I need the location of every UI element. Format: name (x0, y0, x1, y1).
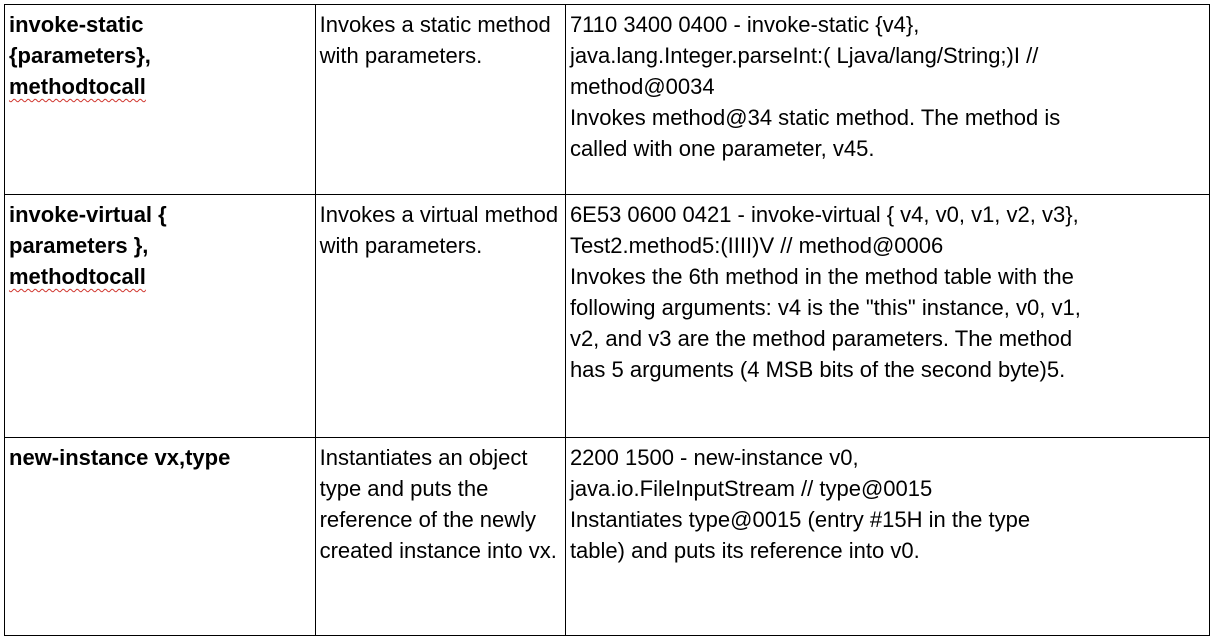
example-line: java.lang.Integer.parseInt:( Ljava/lang/… (569, 43, 1039, 68)
table-row: new-instance vx,type Instantiates an obj… (4, 437, 1211, 636)
example-line: Test2.method5:(IIII)V // method@0006 (569, 233, 944, 258)
example-line: Invokes the 6th method in the method tab… (569, 264, 1074, 289)
spellcheck-flagged-word: methodtocall (9, 264, 146, 289)
example-line: called with one parameter, v45. (569, 136, 875, 161)
description-text: Instantiates an object type and puts the… (319, 445, 557, 563)
instruction-text: invoke-static (9, 12, 144, 37)
table-row: invoke-virtual { parameters }, methodtoc… (4, 194, 1211, 438)
example-line: has 5 arguments (4 MSB bits of the secon… (569, 357, 1066, 382)
description-text: Invokes a static method with parameters. (319, 12, 551, 68)
spellcheck-flagged-word: methodtocall (9, 74, 146, 99)
description-cell: Invokes a static method with parameters. (314, 4, 566, 195)
instruction-cell: invoke-virtual { parameters }, methodtoc… (4, 194, 316, 438)
example-line: method@0034 (569, 74, 715, 99)
example-line: Instantiates type@0015 (entry #15H in th… (569, 507, 1031, 532)
table-row: invoke-static {parameters}, methodtocall… (4, 4, 1211, 195)
description-cell: Invokes a virtual method with parameters… (314, 194, 566, 438)
example-line: v2, and v3 are the method parameters. Th… (569, 326, 1073, 351)
description-text: Invokes a virtual method with parameters… (319, 202, 559, 258)
instruction-text: new-instance vx,type (9, 445, 231, 470)
example-line: 2200 1500 - new-instance v0, (569, 445, 859, 470)
description-cell: Instantiates an object type and puts the… (314, 437, 566, 636)
example-cell: 7110 3400 0400 - invoke-static {v4}, jav… (564, 4, 1211, 195)
example-cell: 2200 1500 - new-instance v0, java.io.Fil… (564, 437, 1211, 636)
opcode-table: invoke-static {parameters}, methodtocall… (4, 4, 1211, 636)
instruction-cell: new-instance vx,type (4, 437, 316, 636)
example-line: following arguments: v4 is the "this" in… (569, 295, 1081, 320)
example-cell: 6E53 0600 0421 - invoke-virtual { v4, v0… (564, 194, 1211, 438)
instruction-text: invoke-virtual { (9, 202, 167, 227)
instruction-text: {parameters}, (9, 43, 151, 68)
example-line: 7110 3400 0400 - invoke-static {v4}, (569, 12, 920, 37)
instruction-text: parameters }, (9, 233, 149, 258)
example-line: table) and puts its reference into v0. (569, 538, 920, 563)
example-line: 6E53 0600 0421 - invoke-virtual { v4, v0… (569, 202, 1079, 227)
instruction-cell: invoke-static {parameters}, methodtocall (4, 4, 316, 195)
example-line: Invokes method@34 static method. The met… (569, 105, 1061, 130)
example-line: java.io.FileInputStream // type@0015 (569, 476, 933, 501)
